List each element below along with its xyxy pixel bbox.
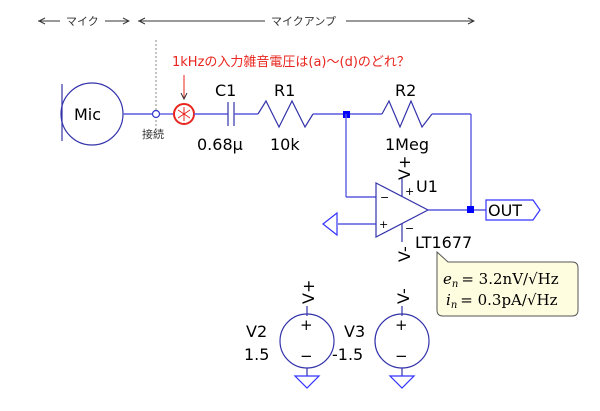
resistor-r1[interactable]: R1 10k [257, 81, 314, 154]
out-port-shape [485, 199, 541, 221]
minus-sign: − [395, 347, 408, 365]
resistor-r2[interactable]: R2 1Meg [381, 81, 433, 154]
r1-name: R1 [274, 81, 295, 100]
v3-value: -1.5 [332, 345, 363, 364]
opamp-in-minus: − [380, 191, 389, 204]
r2-name: R2 [395, 81, 416, 100]
out-label: OUT [488, 201, 522, 220]
out-port[interactable]: OUT [485, 199, 541, 221]
in-spec: in= 0.3pA/√Hz [446, 291, 558, 311]
opamp-net-top: V+ [395, 156, 414, 180]
mic-section-header: マイク [38, 15, 129, 28]
in-subscript: n [451, 300, 457, 311]
c1-name: C1 [215, 81, 236, 100]
note-box [436, 250, 579, 317]
mic[interactable]: Mic [60, 82, 124, 146]
opamp-plus-pin: + [405, 185, 414, 198]
connection-label: 接続 [142, 127, 164, 141]
opamp-minus-pin: − [405, 222, 414, 235]
en-subscript: n [452, 279, 458, 290]
resistor-zigzag [257, 99, 314, 129]
plus-sign: + [300, 316, 313, 334]
u1-name: U1 [416, 177, 438, 196]
amp-section-header: マイクアンプ [138, 15, 474, 28]
question-text: 1kHzの入力雑音電圧は(a)〜(d)のどれ？ [172, 54, 410, 70]
in-value: = 0.3pA/√Hz [460, 291, 557, 309]
v2-value: 1.5 [244, 345, 269, 364]
r2-value: 1Meg [385, 135, 429, 154]
voltage-source-v3[interactable]: V- + − V3 -1.5 [332, 288, 430, 389]
noise-source-marker[interactable] [173, 103, 195, 125]
en-symbol: e [443, 270, 452, 288]
v3-name: V3 [344, 322, 365, 341]
r1-value: 10k [270, 135, 300, 154]
resistor-zigzag [381, 99, 433, 129]
v2-name: V2 [246, 322, 267, 341]
voltage-source-v2[interactable]: V+ + − V2 1.5 [244, 280, 335, 389]
u1-model: LT1677 [415, 233, 472, 252]
ground-icon [293, 375, 321, 389]
in-symbol: i [446, 291, 451, 309]
opamp-u1[interactable]: − + + − V+ V- U1 LT1677 [375, 156, 472, 262]
en-value: = 3.2nV/√Hz [461, 270, 558, 288]
connection-node[interactable] [151, 109, 161, 119]
opamp-in-plus: + [379, 218, 388, 231]
en-spec: en= 3.2nV/√Hz [443, 270, 559, 290]
opamp-body [375, 182, 430, 238]
noise-spec-note: en= 3.2nV/√Hz in= 0.3pA/√Hz [436, 250, 579, 317]
ground-reference-icon [322, 211, 338, 237]
asterisk-icon [177, 107, 191, 121]
v3-net: V- [394, 288, 413, 304]
opamp-net-bottom: V- [395, 246, 414, 262]
c1-value: 0.68μ [197, 135, 243, 154]
ground-icon [388, 375, 416, 389]
v2-net: V+ [299, 280, 318, 304]
capacitor-c1[interactable]: C1 0.68μ [197, 81, 243, 154]
amp-section-label: マイクアンプ [271, 15, 336, 28]
minus-sign: − [300, 347, 313, 365]
plus-sign: + [395, 316, 408, 334]
mic-section-label: マイク [66, 15, 99, 28]
mic-label: Mic [74, 105, 101, 124]
junction-dot [467, 206, 474, 213]
